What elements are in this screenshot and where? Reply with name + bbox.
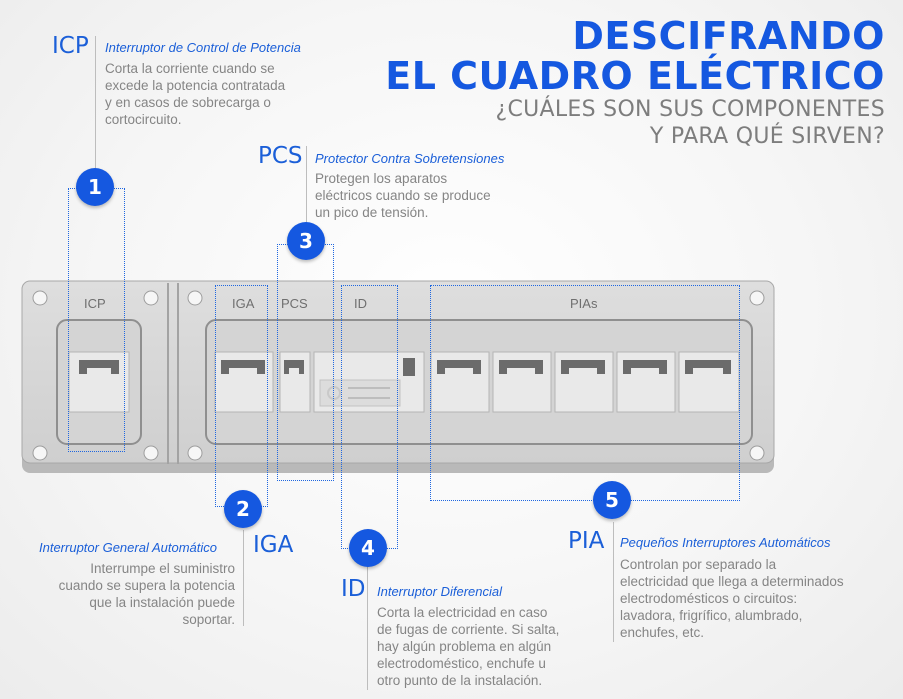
connector-id <box>367 566 368 690</box>
highlight-pcs <box>277 244 334 481</box>
iga-name: Interruptor General Automático <box>39 540 217 555</box>
panel-label-id: ID <box>354 296 367 311</box>
pcs-abbr: PCS <box>258 143 303 169</box>
screw-icon <box>32 290 765 461</box>
panel-label-pias: PIAs <box>570 296 598 311</box>
badge-1: 1 <box>76 168 114 206</box>
highlight-icp <box>68 188 125 452</box>
id-abbr: ID <box>341 576 366 602</box>
connector-icp <box>95 36 96 168</box>
id-name: Interruptor Diferencial <box>377 584 502 599</box>
panel-label-pcs: PCS <box>281 296 308 311</box>
pia-abbr: PIA <box>568 528 605 554</box>
badge-5: 5 <box>593 481 631 519</box>
icp-name: Interruptor de Control de Potencia <box>105 40 301 55</box>
pia-breakers <box>430 351 740 413</box>
highlight-iga <box>215 285 268 507</box>
pia-name: Pequeños Interruptores Automáticos <box>620 535 831 550</box>
subtitle-line-1: ¿CUÁLES SON SUS COMPONENTES <box>495 97 885 122</box>
badge-2: 2 <box>224 490 262 528</box>
connector-iga <box>243 530 244 626</box>
pcs-name: Protector Contra Sobretensiones <box>315 151 505 166</box>
iga-abbr: IGA <box>253 532 294 558</box>
highlight-pias <box>430 285 740 501</box>
title-line-2: EL CUADRO ELÉCTRICO <box>385 54 885 98</box>
icp-abbr: ICP <box>52 33 89 59</box>
highlight-id <box>341 285 398 549</box>
badge-4: 4 <box>349 529 387 567</box>
panel-label-iga: IGA <box>232 296 255 311</box>
connector-pia <box>613 522 614 642</box>
subtitle-line-2: Y PARA QUÉ SIRVEN? <box>649 124 885 149</box>
panel-label-icp: ICP <box>84 296 106 311</box>
title-line-1: DESCIFRANDO <box>572 14 885 58</box>
connector-pcs <box>306 146 307 224</box>
badge-3: 3 <box>287 222 325 260</box>
